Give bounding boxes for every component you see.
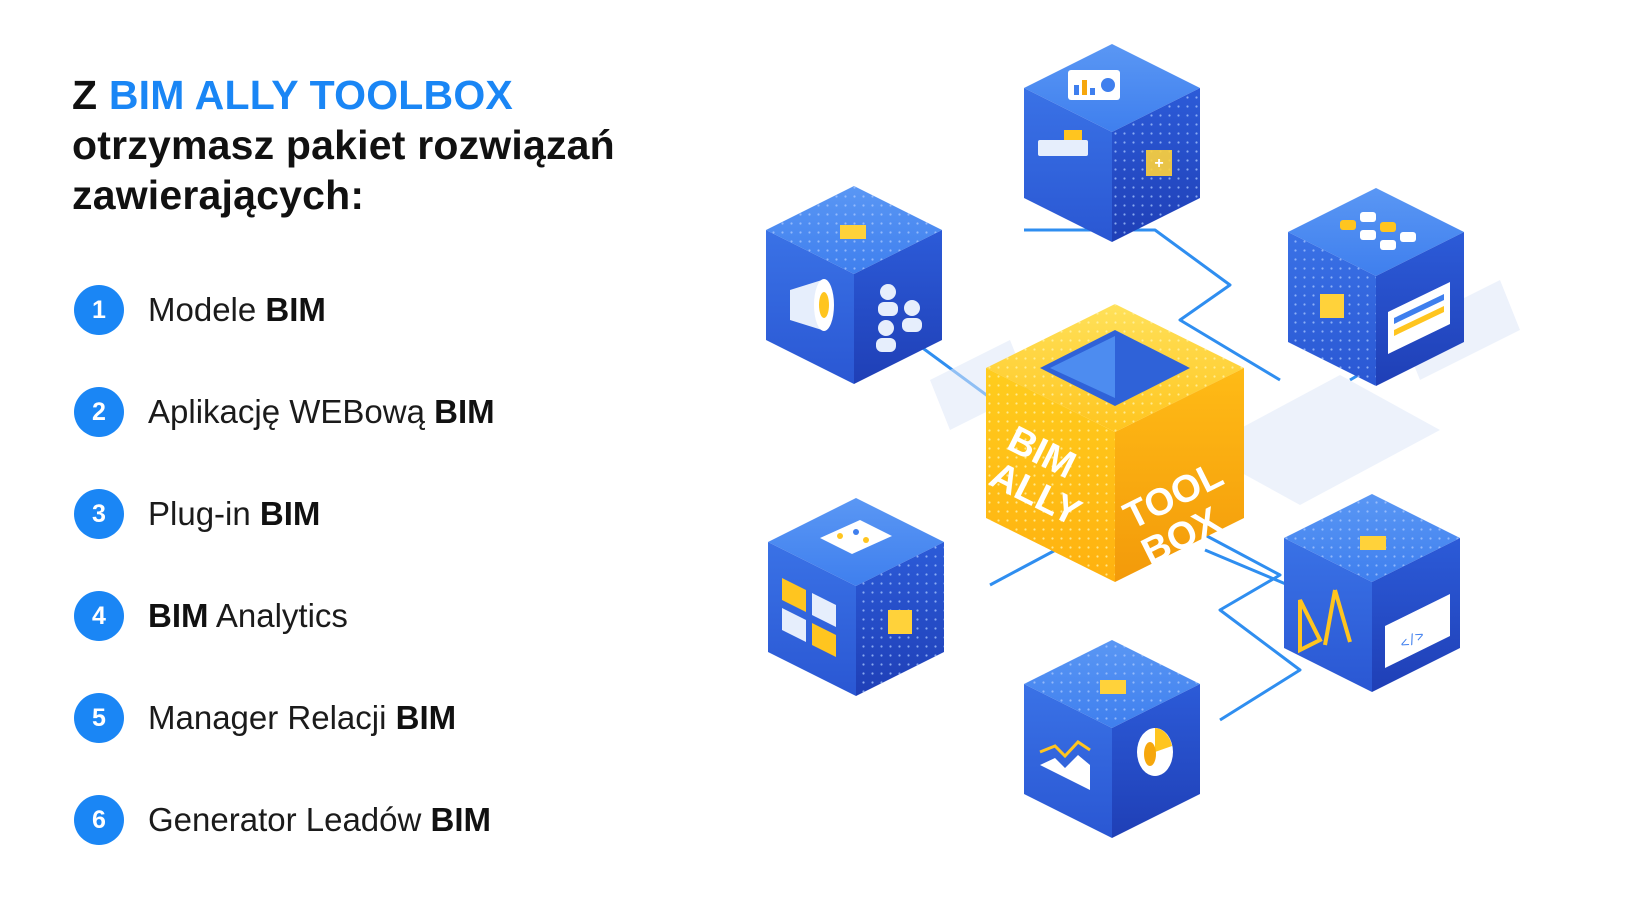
list-item: 4 BIM Analytics [74,591,495,641]
grid-icon [1340,212,1416,250]
svg-text:+: + [1154,155,1163,172]
list-item-label: BIM Analytics [148,597,348,634]
number-badge: 2 [74,387,124,437]
headline: Z BIM ALLY TOOLBOX otrzymasz pakiet rozw… [72,70,615,220]
cube-marketing [766,186,942,384]
number-badge: 3 [74,489,124,539]
list-item-label: Generator Leadów BIM [148,801,492,838]
cube-analytics [1024,640,1200,838]
image-gallery-icon [782,578,836,657]
headline-line-1: Z BIM ALLY TOOLBOX [72,70,615,120]
bricks-icon [1038,130,1088,156]
cube-apps [1288,188,1464,386]
list-item: 6 Generator Leadów BIM [74,795,495,845]
list-item-label: Modele BIM [148,291,326,328]
number-badge: 5 [74,693,124,743]
pie-chart-icon [1137,728,1173,776]
number-badge: 1 [74,285,124,335]
number-badge: 6 [74,795,124,845]
list-item: 2 Aplikację WEBową BIM [74,387,495,437]
calendar-icon [820,520,892,554]
headline-prefix: Z [72,72,109,118]
toolbox-illustration: + [766,44,1520,838]
compass-ruler-icon [1298,589,1352,654]
users-icon [876,284,922,352]
list-item: 1 Modele BIM [74,285,495,335]
headline-line-3: zawierających: [72,172,365,218]
list-item-label: Manager Relacji BIM [148,699,457,736]
brand-name: BIM ALLY TOOLBOX [108,72,513,118]
number-badge: 4 [74,591,124,641]
list-item-label: Aplikację WEBową BIM [148,393,495,430]
headline-line-2: otrzymasz pakiet rozwiązań [72,122,615,168]
chart-icon [1068,70,1120,100]
list-item: 3 Plug-in BIM [74,489,495,539]
cube-calendar [768,498,944,696]
cube-reports: + [1024,44,1200,242]
megaphone-icon [790,279,834,331]
list-item-label: Plug-in BIM [148,495,321,532]
cube-design: </> [1284,494,1460,692]
feature-list: 1 Modele BIM 2 Aplikację WEBową BIM 3 Pl… [74,285,495,898]
list-item: 5 Manager Relacji BIM [74,693,495,743]
browser-window-icon [1388,282,1450,354]
connector-left-bottom [989,543,1066,587]
toolbox-cube: BIM ALLY TOOL BOX [983,304,1244,582]
connector-bottom [1204,533,1302,722]
line-chart-icon [1039,740,1091,790]
